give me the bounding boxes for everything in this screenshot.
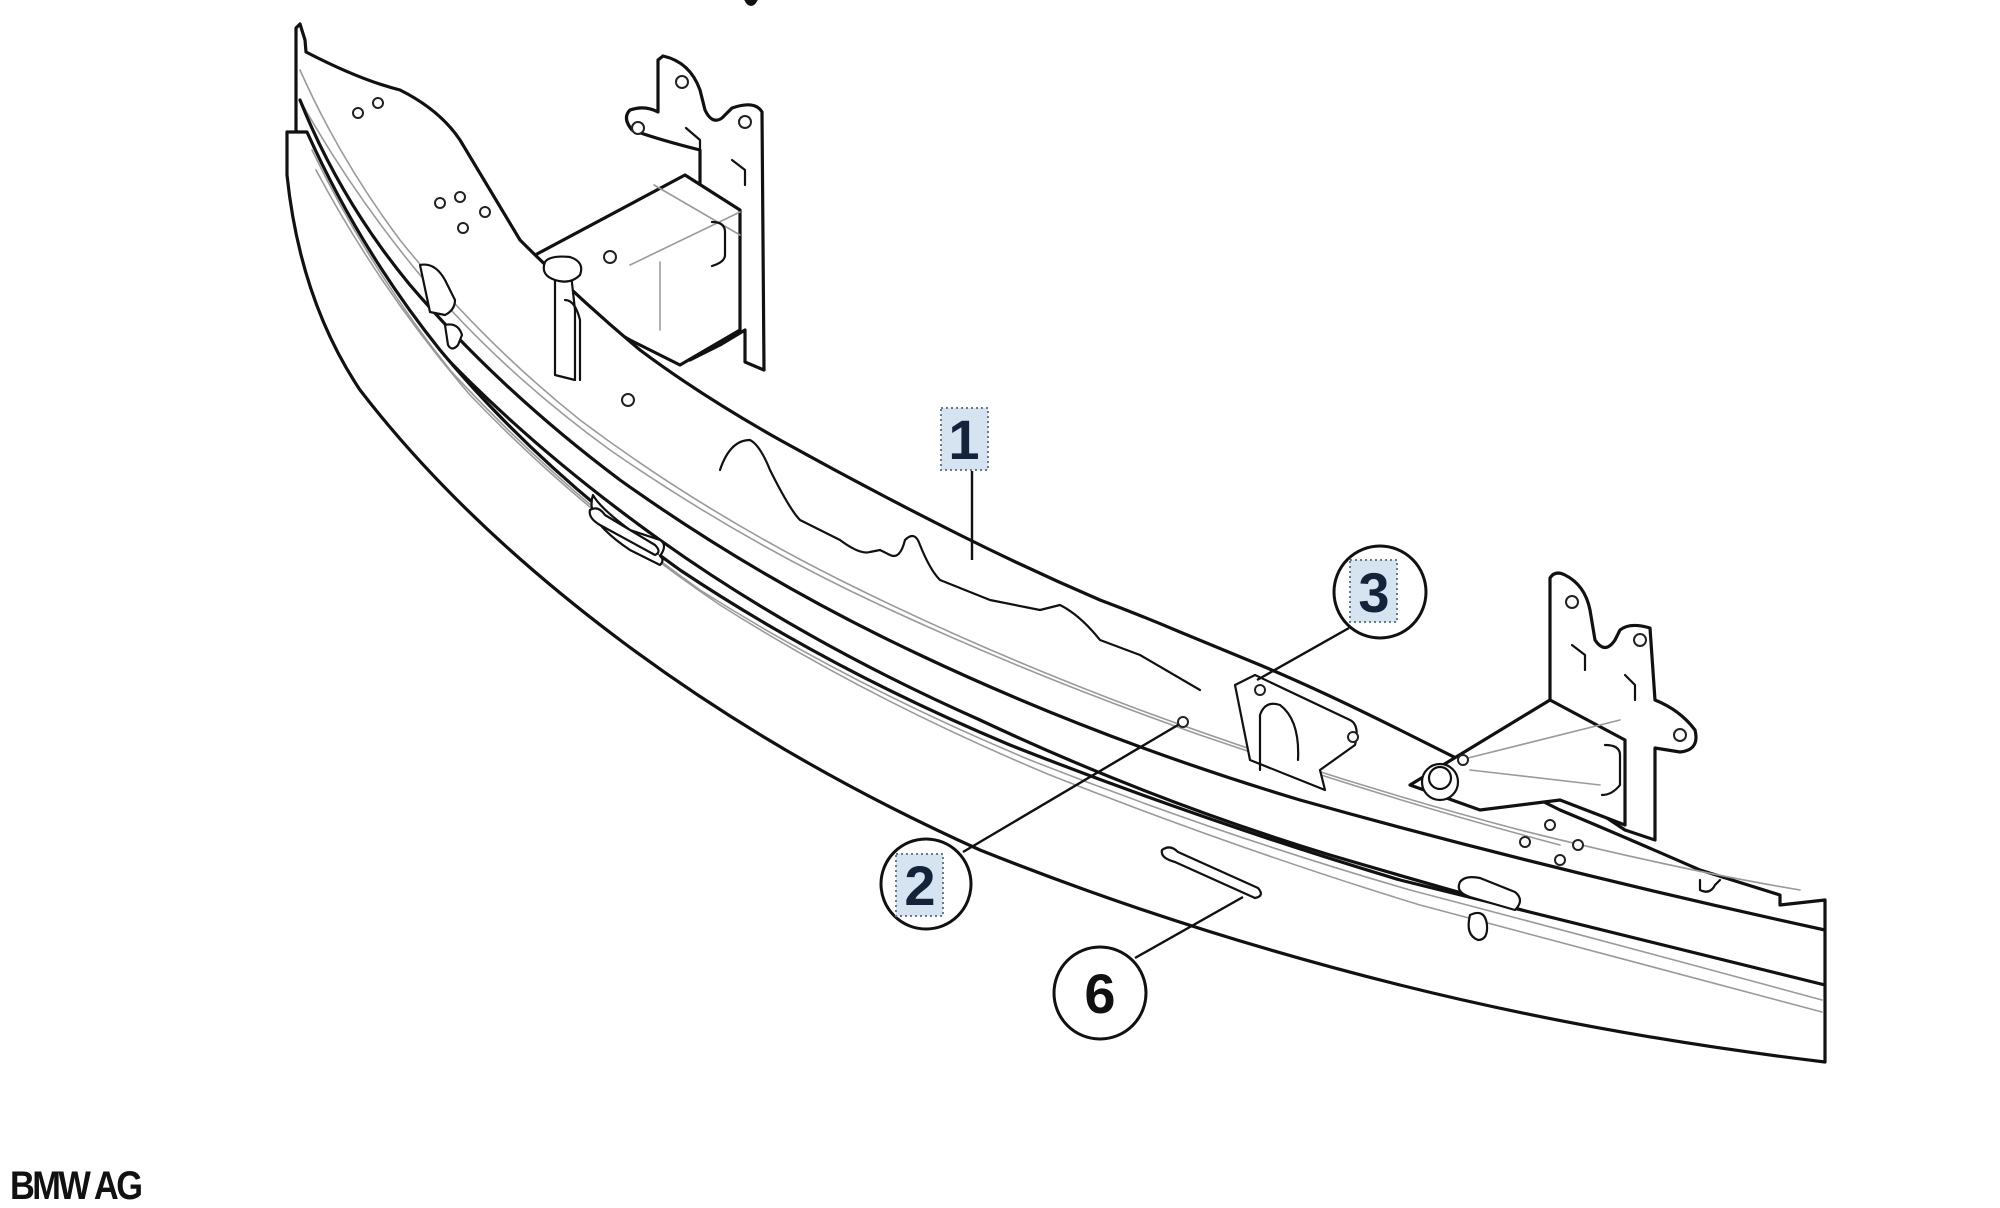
leader-line-6: [1134, 895, 1244, 960]
copyright-label: BMW AG: [10, 1164, 143, 1208]
cropped-title-glyph: [742, 0, 760, 6]
callout-6[interactable]: 6: [1052, 945, 1148, 1041]
callout-2[interactable]: 2: [879, 837, 973, 931]
callout-1-label: 1: [948, 408, 979, 471]
callout-6-label: 6: [1084, 962, 1115, 1025]
callout-2-label: 2: [904, 854, 935, 917]
callout-3-label: 3: [1358, 561, 1389, 624]
lower-tab-part-6: [588, 507, 1262, 900]
callout-3[interactable]: 3: [1332, 544, 1428, 640]
leader-line-2: [962, 720, 1184, 854]
callout-1[interactable]: 1: [940, 407, 989, 471]
bumper-beam: [285, 22, 1827, 1064]
right-mounting-bracket: [1233, 571, 1722, 942]
leader-line-3: [1256, 626, 1350, 682]
left-mounting-bracket: [520, 54, 766, 372]
